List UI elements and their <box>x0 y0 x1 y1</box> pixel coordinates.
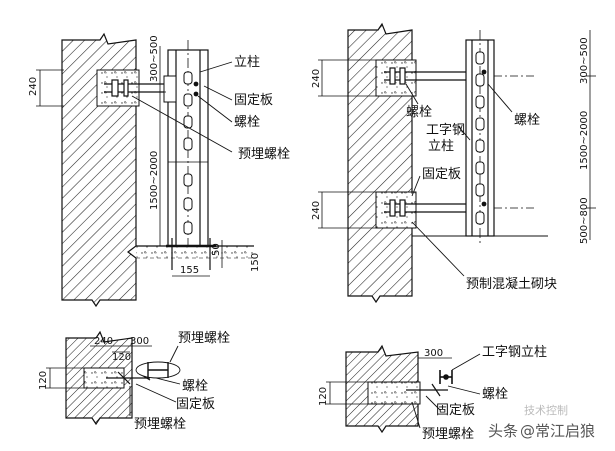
bolt-head-1b <box>193 91 199 97</box>
label-bolt-2-right: 螺栓 <box>514 113 540 128</box>
label-bolt-4: 螺栓 <box>482 387 508 402</box>
ibeam-slots-2 <box>475 51 485 225</box>
label-column-1: 立柱 <box>234 55 260 70</box>
centerlines-2 <box>494 75 534 209</box>
figure-2-ibeam-elevation: 螺栓 螺栓 工字钢 立柱 固定板 预制混凝土砌块 240 240 300~500… <box>311 22 596 304</box>
label-bolt-3: 螺栓 <box>182 379 208 394</box>
figure-4-plan: 工字钢立柱 螺栓 固定板 预埋螺栓 300 120 <box>318 344 547 442</box>
dim-300-3: 300 <box>130 336 149 347</box>
ibeam-section-4 <box>439 370 453 384</box>
watermark-text-2: @常江启狼 <box>520 422 595 440</box>
dim-1500-2000-1: 1500~2000 <box>149 151 160 210</box>
leaders-3 <box>129 345 181 416</box>
dimensions-2 <box>318 30 596 240</box>
dim-240-2-bot: 240 <box>311 201 322 220</box>
label-ibeam-4: 工字钢立柱 <box>482 345 547 360</box>
embedded-bolts-2 <box>384 67 470 217</box>
label-embed-bolt-3-bot: 预埋螺栓 <box>134 417 186 432</box>
label-block-2: 预制混凝土砌块 <box>466 276 557 292</box>
dim-120-4: 120 <box>318 387 329 406</box>
column-section-3 <box>135 361 181 379</box>
watermark-text-1: 头条 <box>488 422 518 440</box>
dim-240-3: 240 <box>94 336 113 347</box>
leaders-1 <box>131 61 233 153</box>
watermark: 技术控制 头条 @常江启狼 <box>488 403 595 440</box>
label-plate-1: 固定板 <box>234 93 273 108</box>
label-bolt-2-left: 螺栓 <box>406 105 432 120</box>
dim-120-3-side: 120 <box>38 371 49 390</box>
bolts-4 <box>406 383 448 397</box>
dim-120-3-top: 120 <box>112 352 131 363</box>
leaders-2 <box>405 83 513 277</box>
label-plate-2: 固定板 <box>422 167 461 182</box>
label-plate-4: 固定板 <box>436 403 475 418</box>
embedded-block-2b <box>375 191 417 229</box>
label-embed-bolt-1: 预埋螺栓 <box>238 147 290 162</box>
dim-300-4: 300 <box>424 348 443 359</box>
label-plate-3: 固定板 <box>176 397 215 412</box>
label-embed-bolt-3-top: 预埋螺栓 <box>178 331 230 346</box>
watermark-faint-text: 技术控制 <box>524 403 568 417</box>
bolt-head-2a <box>481 69 487 75</box>
label-bolt-1: 螺栓 <box>234 115 260 130</box>
dim-300-500-1: 300~500 <box>149 35 160 82</box>
dimensions-1 <box>36 46 223 277</box>
base-bolts-1 <box>166 238 216 270</box>
label-embed-bolt-4: 预埋螺栓 <box>422 427 474 442</box>
dimensions-4 <box>326 357 452 405</box>
dim-240-2-top: 240 <box>311 69 322 88</box>
label-ibeam-2-line2: 立柱 <box>428 139 454 154</box>
fixing-plate-1 <box>163 75 177 103</box>
dim-1500-2000-2: 1500~2000 <box>579 111 590 170</box>
figure-1-column-elevation: 立柱 固定板 螺栓 预埋螺栓 240 300~500 1500~2000 155… <box>28 32 290 308</box>
dim-50-1: 50 <box>211 243 222 256</box>
dim-150-1: 150 <box>250 253 261 272</box>
dimensions-3 <box>46 345 152 389</box>
column-slots-1 <box>183 71 193 235</box>
dim-155-1: 155 <box>180 265 199 276</box>
leaders-4 <box>411 353 481 429</box>
label-ibeam-2-line1: 工字钢 <box>426 123 465 138</box>
dim-500-800-2: 500~800 <box>579 197 590 244</box>
dim-300-500-2: 300~500 <box>579 37 590 84</box>
dim-240-1: 240 <box>28 77 39 96</box>
embedded-block-4 <box>367 381 421 405</box>
bolt-head-1a <box>193 81 199 87</box>
figure-3-plan: 预埋螺栓 螺栓 固定板 预埋螺栓 240 300 120 120 <box>38 330 230 432</box>
bolt-head-2b <box>481 201 487 207</box>
ground-1 <box>136 245 254 259</box>
